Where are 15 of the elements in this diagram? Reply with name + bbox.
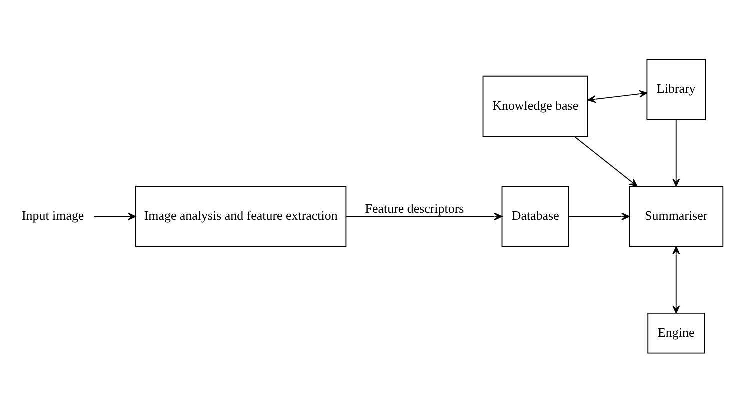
node-box: Engine [648,313,706,354]
node-box: Library [646,59,706,120]
node-box: Database [502,186,570,248]
edge-label: Feature descriptors [365,201,464,216]
arrow [346,212,503,220]
node-box: Knowledge base [482,76,588,138]
arrow [588,90,648,104]
node-box: Image analysis and feature extraction [136,186,347,248]
arrow [574,136,638,187]
node-text: Input image [22,208,84,224]
arrow [672,246,680,314]
arrow [94,212,136,220]
arrow [672,120,680,187]
arrow [568,212,630,220]
node-box: Summariser [629,186,724,248]
